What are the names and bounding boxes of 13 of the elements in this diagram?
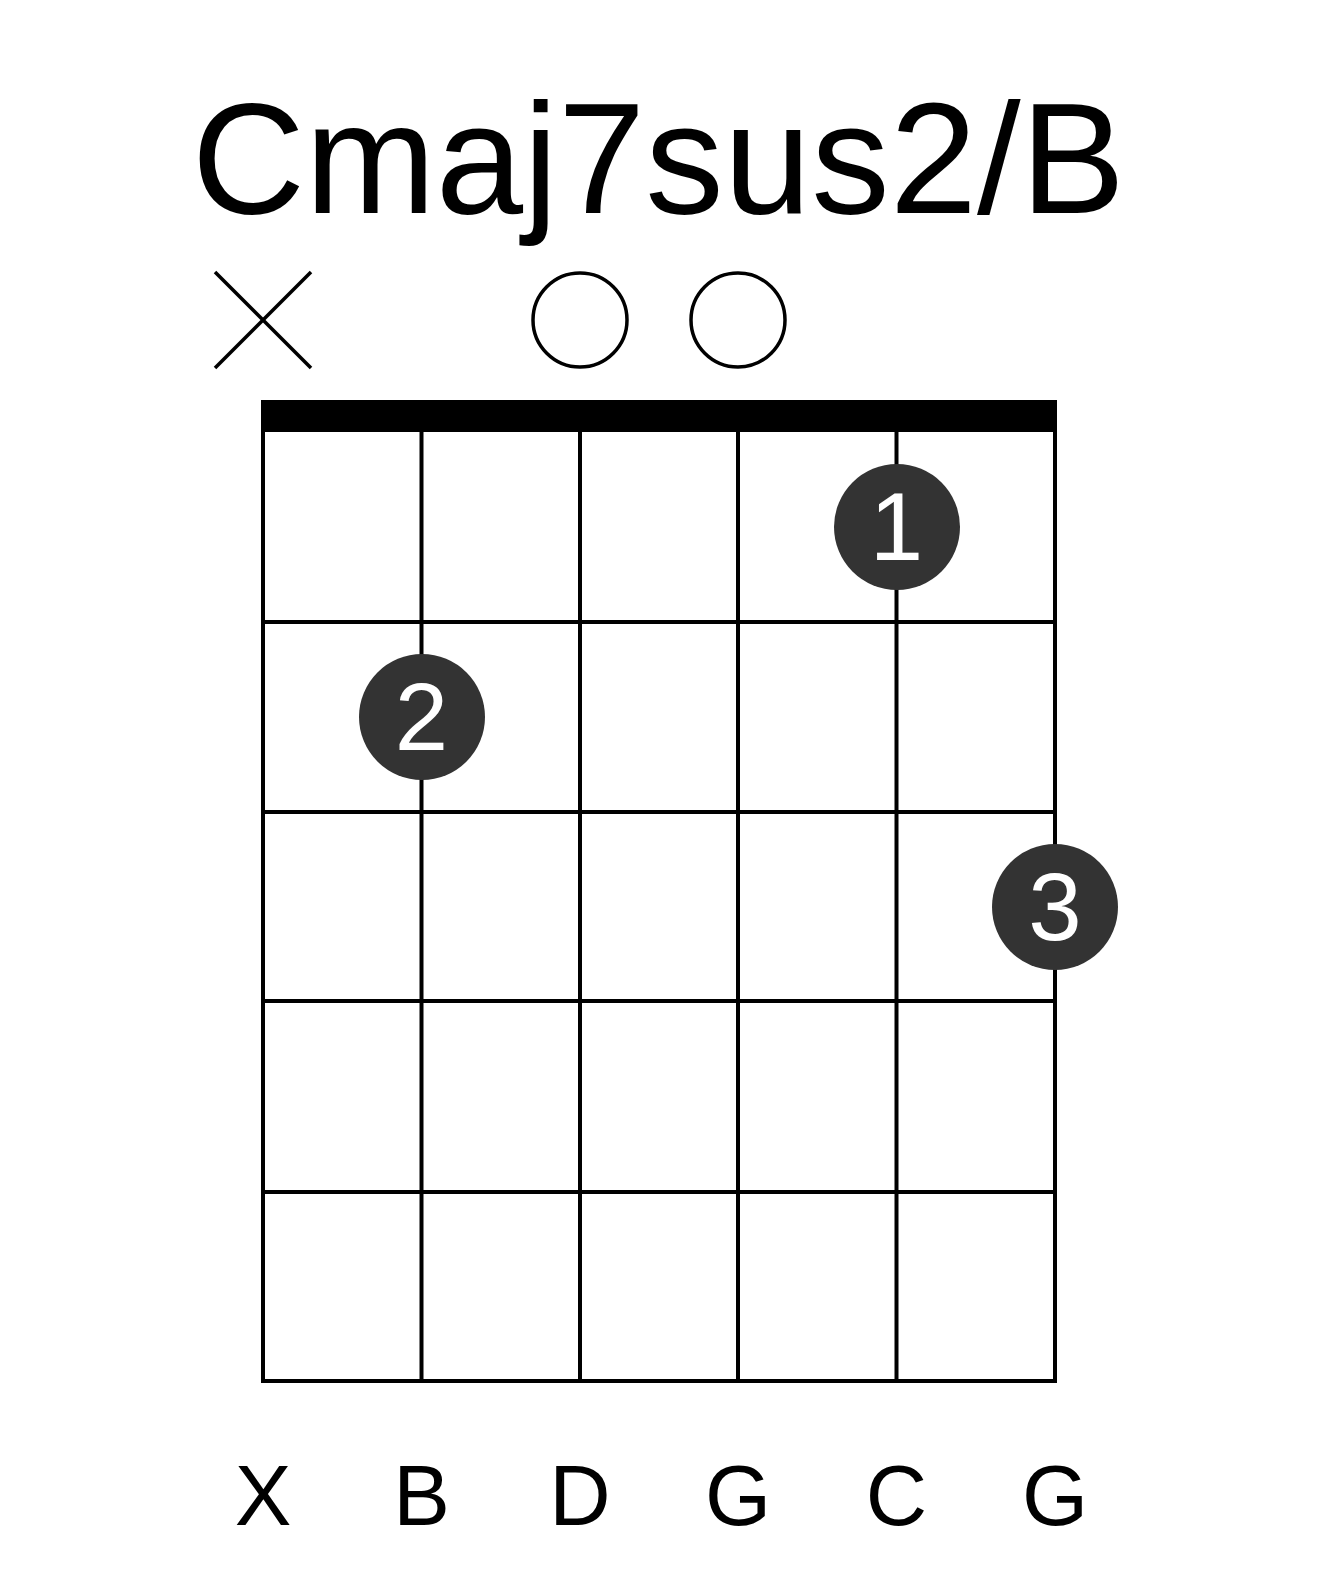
string-note-label: C bbox=[865, 1448, 928, 1543]
string-note-label: G bbox=[1021, 1448, 1089, 1543]
string-note-label: X bbox=[234, 1448, 292, 1543]
string-note-label: G bbox=[704, 1448, 772, 1543]
chord-title: Cmaj7sus2/B bbox=[191, 71, 1126, 246]
finger-dot: 1 bbox=[833, 464, 960, 590]
string-note-label: D bbox=[549, 1448, 611, 1543]
open-string-icon bbox=[688, 270, 788, 370]
open-string-icon bbox=[530, 270, 630, 370]
finger-dot: 2 bbox=[358, 654, 485, 780]
finger-dot: 3 bbox=[992, 843, 1118, 970]
muted-string-icon bbox=[213, 270, 313, 370]
string-note-label: B bbox=[393, 1448, 450, 1543]
